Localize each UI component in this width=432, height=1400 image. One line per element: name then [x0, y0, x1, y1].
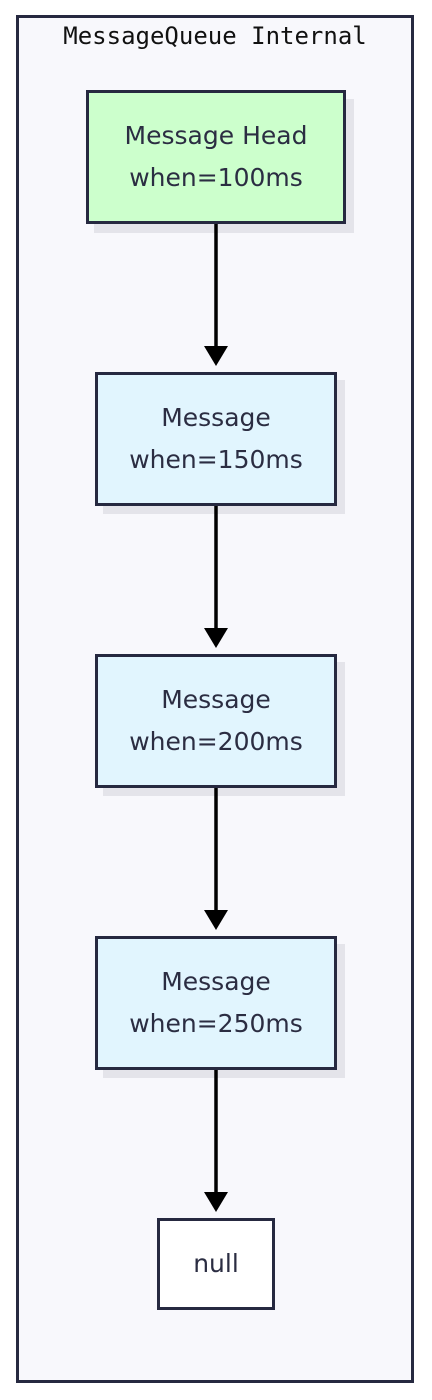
node-label-line1: Message: [161, 685, 271, 714]
message-node-150: Message when=150ms: [95, 372, 337, 506]
node-label: null: [193, 1249, 239, 1278]
message-node-250: Message when=250ms: [95, 936, 337, 1070]
cluster-title: MessageQueue Internal: [63, 22, 367, 50]
null-node: null: [157, 1218, 275, 1310]
node-label-line1: Message: [161, 967, 271, 996]
node-label-line2: when=150ms: [129, 445, 303, 474]
message-node-200: Message when=200ms: [95, 654, 337, 788]
node-label-line2: when=200ms: [129, 727, 303, 756]
node-label-line1: Message Head: [124, 121, 308, 150]
node-label-line1: Message: [161, 403, 271, 432]
node-label-line2: when=250ms: [129, 1009, 303, 1038]
node-label-line2: when=100ms: [129, 163, 303, 192]
message-head-node: Message Head when=100ms: [86, 90, 346, 224]
